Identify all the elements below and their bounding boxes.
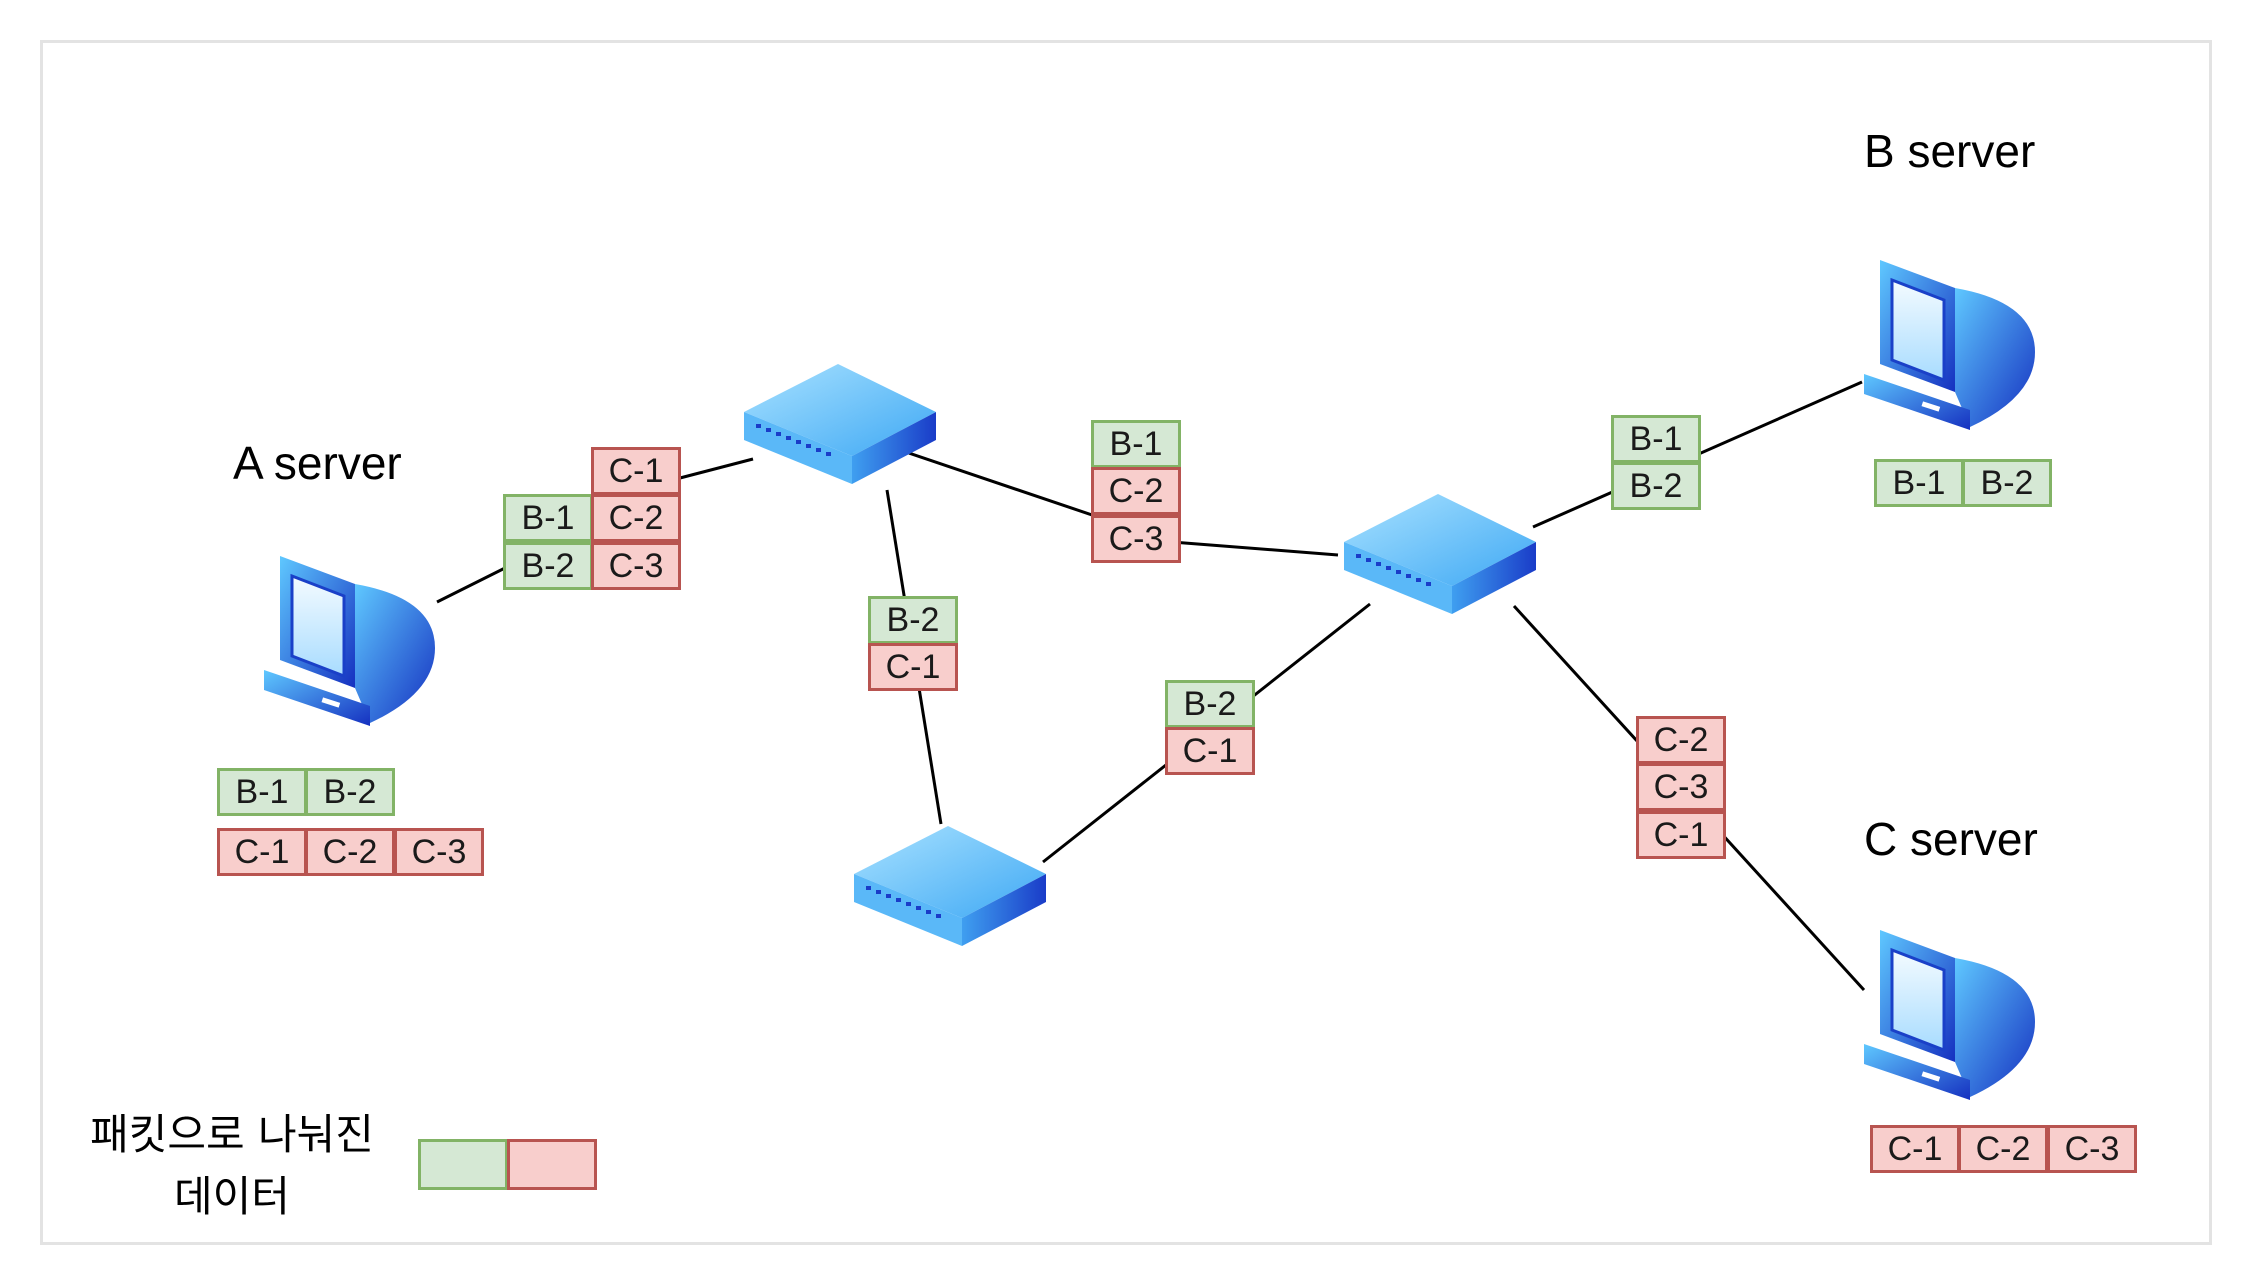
packet-c2: C-2	[591, 494, 681, 542]
computer-icon	[1864, 930, 2035, 1100]
packet-c2: C-2	[1636, 716, 1726, 764]
network-switch-icon	[854, 826, 1046, 946]
packet-b2: B-2	[1611, 462, 1701, 510]
packet-b1: B-1	[503, 494, 593, 542]
computer-icon	[1864, 260, 2035, 430]
packet-b1: B-1	[1611, 415, 1701, 463]
packet-c1: C-1	[1165, 727, 1255, 775]
network-switch-icon	[744, 364, 936, 484]
b-server-label: B server	[1864, 125, 2036, 177]
packet-c3: C-3	[591, 542, 681, 590]
packet-c3: C-3	[394, 828, 484, 876]
computer-icon	[264, 556, 435, 726]
packet-c1: C-1	[1636, 811, 1726, 859]
packet-c2: C-2	[305, 828, 395, 876]
packet-b2: B-2	[305, 768, 395, 816]
packet-c3: C-3	[1636, 763, 1726, 811]
network-switch-icon	[1344, 494, 1536, 614]
packet-c1: C-1	[868, 643, 958, 691]
legend-label: 패킷으로 나눠진 데이터	[72, 1104, 392, 1228]
packet-c2: C-2	[1958, 1125, 2048, 1173]
c-server-label: C server	[1864, 813, 2038, 865]
link-stack-to-switch1	[679, 457, 754, 480]
packet-b2: B-2	[503, 542, 593, 590]
packet-b2: B-2	[1962, 459, 2052, 507]
packet-b2: B-2	[1165, 680, 1255, 728]
legend-line-2: 데이터	[174, 1172, 290, 1221]
packet-c2: C-2	[1091, 467, 1181, 515]
legend-green-swatch	[418, 1139, 508, 1190]
link-switch3-connector	[1171, 540, 1339, 557]
packet-b1: B-1	[1091, 420, 1181, 468]
packet-c3: C-3	[2047, 1125, 2137, 1173]
packet-b1: B-1	[1874, 459, 1964, 507]
packet-c3: C-3	[1091, 515, 1181, 563]
packet-b1: B-1	[217, 768, 307, 816]
packet-c1: C-1	[591, 447, 681, 495]
packet-c1: C-1	[217, 828, 307, 876]
packet-c1: C-1	[1870, 1125, 1960, 1173]
link-a-to-switch1	[436, 566, 506, 604]
packet-b2: B-2	[868, 596, 958, 644]
legend-line-1: 패킷으로 나눠진	[90, 1110, 374, 1159]
legend-red-swatch	[507, 1139, 597, 1190]
a-server-label: A server	[233, 437, 402, 489]
